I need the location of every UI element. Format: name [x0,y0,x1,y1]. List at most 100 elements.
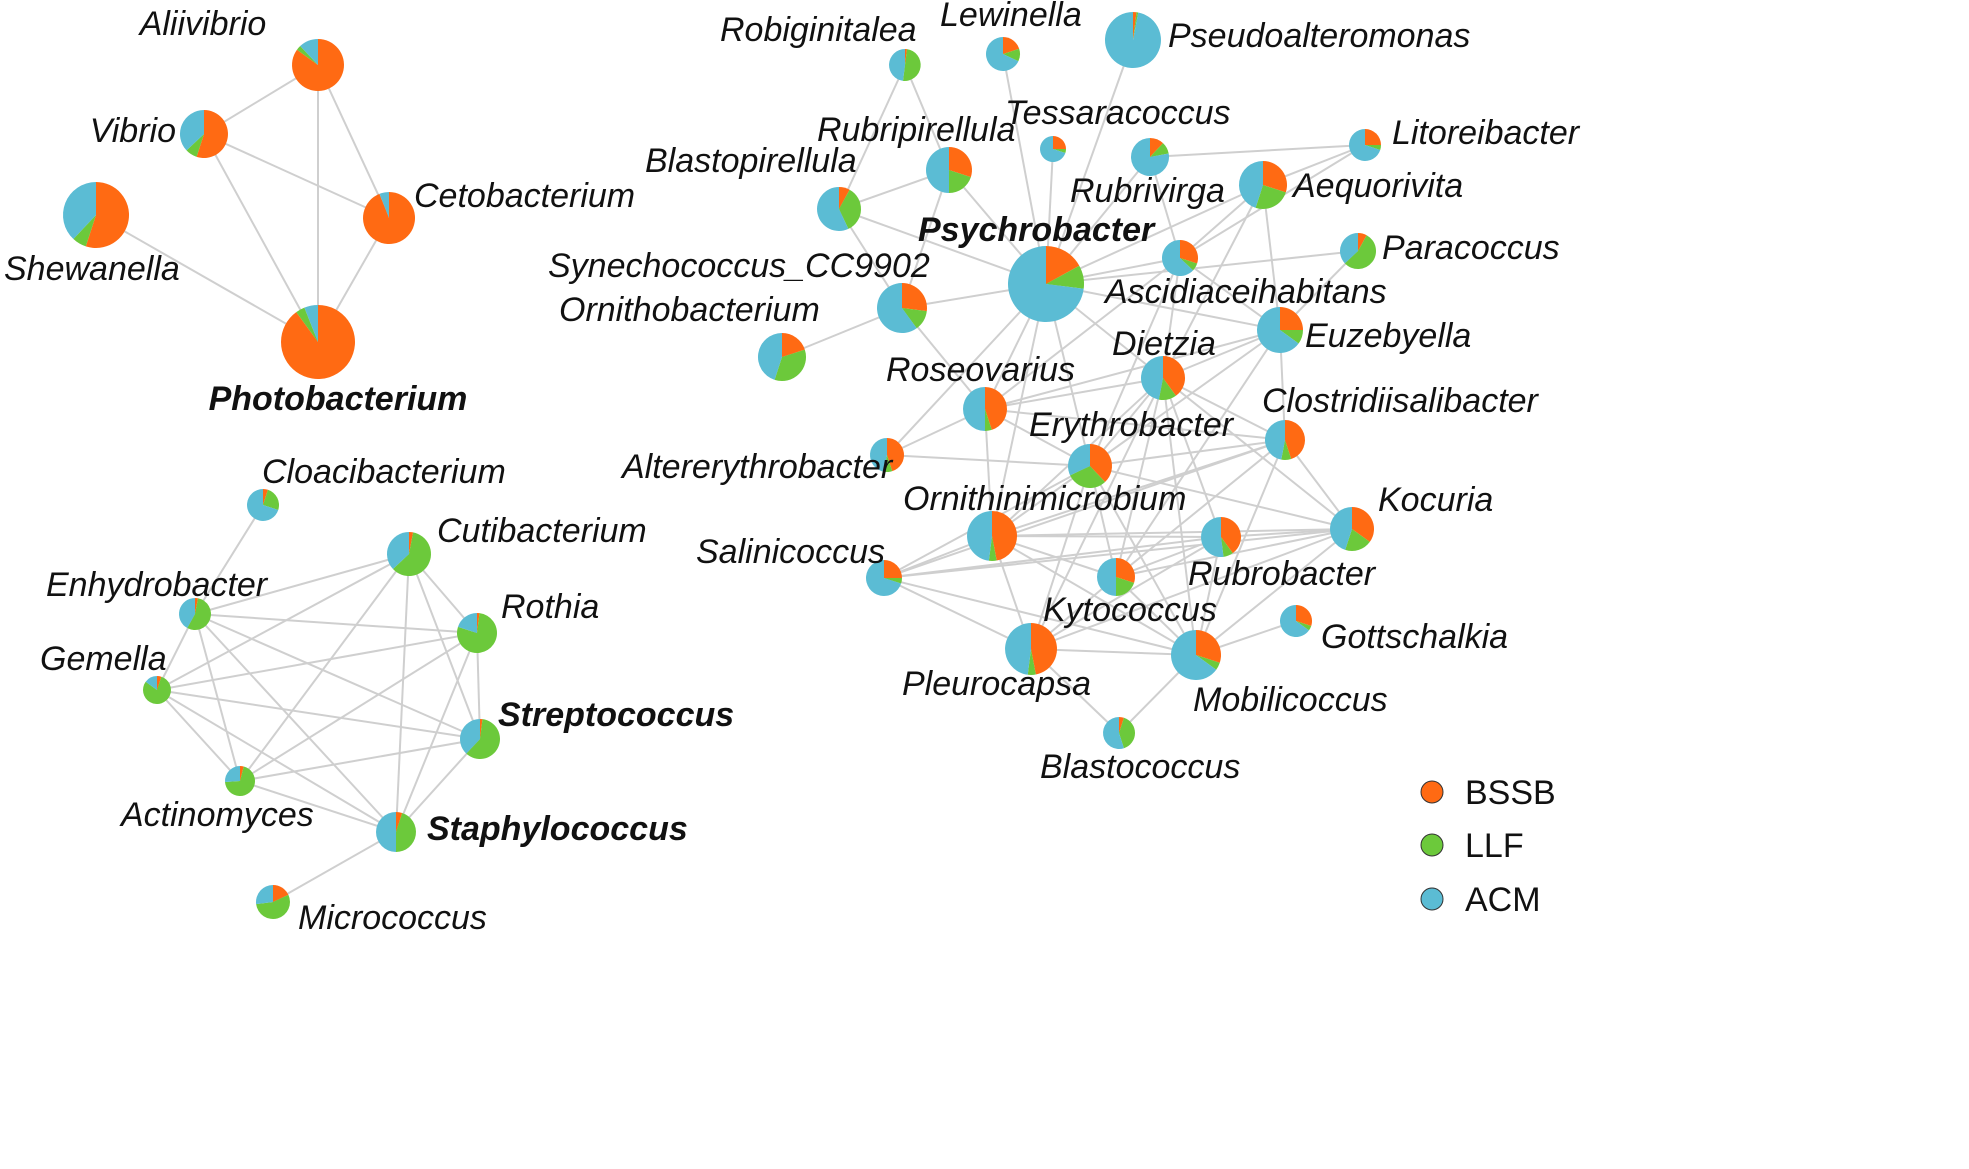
node-roseovarius[interactable] [963,387,1007,431]
edge-erythrobacter-altererythrobacter [886,454,1091,467]
label-blastopirellula: Blastopirellula [645,142,857,180]
label-ornithobacterium: Ornithobacterium [559,291,820,329]
node-cutibacterium[interactable] [386,532,431,577]
node-synechococcus-cc9902[interactable] [877,283,927,333]
label-robiginitalea: Robiginitalea [720,11,917,49]
node-psychrobacter[interactable] [1007,246,1084,322]
node-kocuria[interactable] [1330,507,1375,551]
slice-streptococcus-llf [466,719,501,760]
node-staphylococcus[interactable] [376,812,416,852]
edge-lewinella-psychrobacter [1002,53,1047,285]
node-mobilicoccus[interactable] [1171,630,1222,680]
node-lewinella[interactable] [985,36,1021,72]
node-aequorivita[interactable] [1238,161,1288,210]
edge-dietzia-clostridiisalibacter [1162,377,1286,441]
slice-paracoccus-bssb [1358,233,1367,251]
node-kytococcus[interactable] [1097,558,1135,596]
node-robiginitalea[interactable] [889,49,921,81]
node-blastococcus[interactable] [1103,717,1136,749]
slice-robiginitalea-acm [889,49,905,81]
slice-robiginitalea-llf [902,49,921,81]
slice-mobilicoccus-llf [1196,655,1220,670]
node-rubripirellula[interactable] [926,147,972,193]
node-vibrio[interactable] [179,109,228,158]
edge-cutibacterium-enhydrobacter [194,553,410,615]
node-photobacterium[interactable] [281,305,356,379]
node-ornithinimicrobium[interactable] [967,511,1018,561]
node-shewanella[interactable] [62,182,130,248]
slice-rothia-bssb [477,613,480,633]
label-dietzia: Dietzia [1112,325,1216,363]
slice-streptococcus-bssb [480,719,483,739]
slice-vibrio-llf [186,134,204,157]
node-cloacibacterium[interactable] [247,489,280,521]
label-salinicoccus: Salinicoccus [696,533,885,571]
node-rothia[interactable] [457,613,498,654]
slice-actinomyces-acm [225,766,240,782]
label-photobacterium: Photobacterium [209,380,468,418]
slice-ornithobacterium-acm [757,333,782,380]
label-vibrio: Vibrio [90,112,176,150]
node-blastopirellula[interactable] [817,187,862,231]
node-rubrobacter[interactable] [1200,517,1242,557]
node-euzebyella[interactable] [1257,307,1303,354]
node-salinicoccus[interactable] [866,560,902,596]
edge-aequorivita-euzebyella [1262,184,1281,331]
node-gemella[interactable] [142,676,171,705]
edge-clostridiisalibacter-kytococcus [1115,439,1286,578]
edge-rothia-gemella [156,632,478,691]
node-pleurocapsa[interactable] [1005,623,1058,675]
node-ornithobacterium[interactable] [757,333,807,382]
slice-ornithobacterium-llf [774,349,807,382]
slice-vibrio-acm [179,109,204,151]
node-actinomyces[interactable] [225,766,256,796]
node-pseudoalteromonas[interactable] [1104,11,1161,68]
legend-swatch-bssb [1420,780,1444,804]
edge-psychrobacter-ornithinimicrobium [991,283,1047,537]
label-enhydrobacter: Enhydrobacter [46,566,269,604]
edge-rubrivirga-litoreibacter [1149,144,1366,158]
slice-blastopirellula-acm [817,187,849,231]
slice-euzebyella-llf [1280,330,1303,344]
label-aliivibrio: Aliivibrio [138,5,267,43]
legend-label-bssb: BSSB [1465,774,1556,812]
node-micrococcus[interactable] [255,885,290,919]
node-enhydrobacter[interactable] [178,598,211,630]
slice-psychrobacter-acm [1007,246,1084,322]
node-erythrobacter[interactable] [1067,444,1113,489]
node-tessaracoccus[interactable] [1039,136,1066,163]
node-litoreibacter[interactable] [1349,129,1381,161]
label-gottschalkia: Gottschalkia [1321,618,1508,656]
slice-dietzia-bssb [1163,356,1186,396]
node-ascidiaceihabitans[interactable] [1161,240,1199,276]
slice-tessaracoccus-acm [1039,136,1066,163]
slice-rubripirellula-bssb [949,147,972,178]
label-streptococcus: Streptococcus [498,696,734,734]
node-clostridiisalibacter[interactable] [1264,420,1305,461]
node-streptococcus[interactable] [460,719,501,760]
node-dietzia[interactable] [1141,356,1186,400]
edge-vibrio-cetobacterium [203,133,390,219]
edge-roseovarius-clostridiisalibacter [984,408,1286,441]
edge-kocuria-pleurocapsa [1030,528,1353,650]
edge-gemella-streptococcus [156,689,481,740]
node-paracoccus[interactable] [1340,233,1377,270]
slice-cloacibacterium-llf [263,489,280,510]
label-clostridiisalibacter: Clostridiisalibacter [1262,382,1540,420]
node-altererythrobacter[interactable] [869,438,905,473]
slice-ascidiaceihabitans-bssb [1180,240,1199,264]
edge-euzebyella-roseovarius [984,329,1281,410]
slice-altererythrobacter-acm [869,438,887,472]
slice-ornithinimicrobium-bssb [992,511,1018,561]
label-roseovarius: Roseovarius [886,351,1075,389]
node-gottschalkia[interactable] [1279,605,1313,637]
node-aliivibrio[interactable] [292,39,345,91]
node-rubrivirga[interactable] [1130,138,1169,176]
slice-lewinella-llf [1003,48,1021,62]
slice-synechococcus-cc9902-bssb [902,283,927,312]
node-cetobacterium[interactable] [363,192,416,244]
slice-roseovarius-bssb [985,387,1007,430]
slice-cutibacterium-bssb [409,532,414,554]
slice-rubrivirga-bssb [1150,138,1164,157]
